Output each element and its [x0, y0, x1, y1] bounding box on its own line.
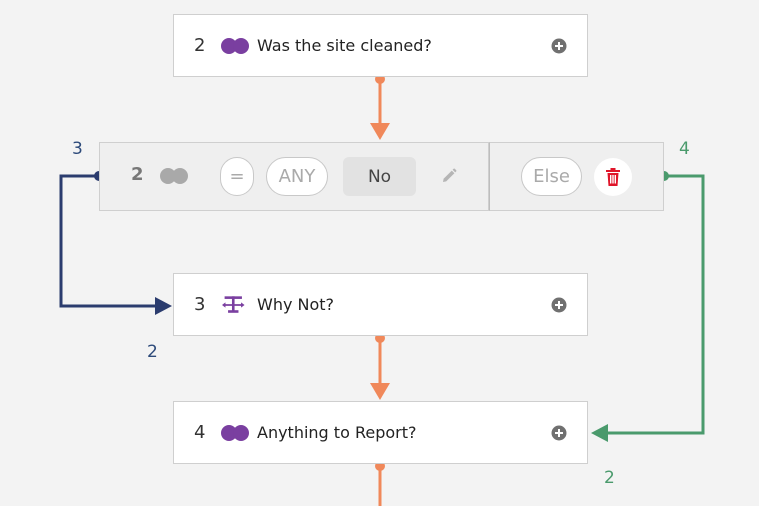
condition-value-button[interactable]: No [343, 157, 416, 196]
question-node-3[interactable]: 3 Why Not? [173, 273, 588, 336]
else-branch-arrival-label: 2 [604, 468, 615, 488]
connector-node3-to-node4 [370, 333, 390, 400]
match-mode-pill[interactable]: ANY [266, 157, 328, 196]
text-cursor-icon [222, 295, 245, 313]
connector-node1-to-branch [370, 74, 390, 140]
pencil-icon[interactable] [440, 167, 458, 185]
question-text: Why Not? [257, 295, 335, 314]
branch-source-number: 2 [131, 164, 144, 185]
trash-icon [606, 168, 620, 186]
left-branch-arrival-label: 2 [147, 342, 158, 362]
question-number: 4 [194, 422, 206, 443]
operator-pill[interactable]: = [220, 157, 254, 196]
add-circle-icon[interactable] [551, 425, 567, 441]
left-branch-target-label: 3 [72, 139, 83, 159]
toggle-circles-icon [221, 424, 249, 441]
question-number: 2 [194, 35, 206, 56]
question-number: 3 [194, 294, 206, 315]
question-node-4[interactable]: 4 Anything to Report? [173, 401, 588, 464]
branch-condition: 2 = ANY No [99, 142, 489, 211]
add-circle-icon[interactable] [551, 297, 567, 313]
else-branch: Else [489, 142, 664, 211]
toggle-circles-icon [160, 168, 188, 184]
else-pill[interactable]: Else [521, 157, 582, 196]
add-circle-icon[interactable] [551, 38, 567, 54]
connector-node4-out [375, 461, 385, 506]
toggle-circles-icon [221, 37, 249, 54]
else-branch-target-label: 4 [679, 139, 690, 159]
delete-branch-button[interactable] [594, 158, 632, 196]
connector-else-to-node4 [591, 171, 705, 442]
question-text: Anything to Report? [257, 423, 417, 442]
question-node-2[interactable]: 2 Was the site cleaned? [173, 14, 588, 77]
question-text: Was the site cleaned? [257, 36, 432, 55]
